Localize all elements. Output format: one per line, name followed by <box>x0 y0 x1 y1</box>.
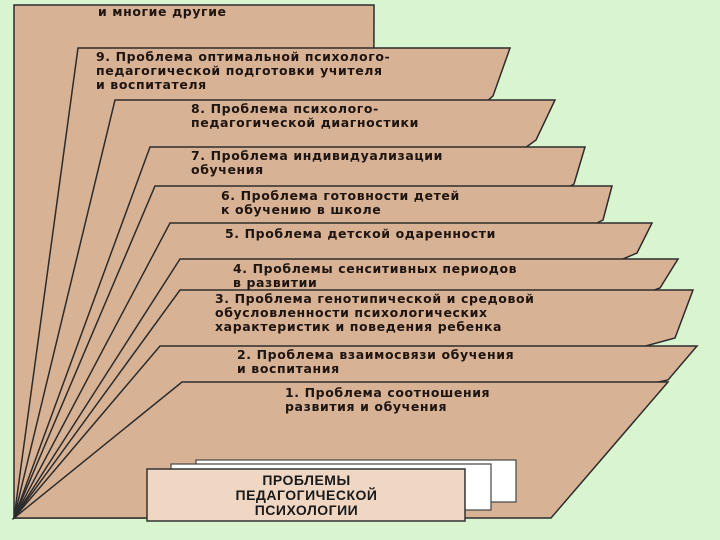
page-2-label: 2. Проблема взаимосвязи обучения и воспи… <box>237 347 515 376</box>
diagram-title: ПРОБЛЕМЫ ПЕДАГОГИЧЕСКОЙ ПСИХОЛОГИИ <box>235 471 378 518</box>
top-label: и многие другие <box>98 4 227 19</box>
page-6-label: 6. Проблема готовности детей к обучению … <box>221 188 460 217</box>
page-4-label: 4. Проблемы сенситивных периодов в разви… <box>233 261 518 290</box>
page-9-label: 9. Проблема оптимальной психолого- педаг… <box>96 49 391 92</box>
page-8-label: 8. Проблема психолого- педагогической ди… <box>191 101 420 130</box>
page-1-label: 1. Проблема соотношения развития и обуче… <box>285 385 491 414</box>
page-3-label: 3. Проблема генотипической и средовой об… <box>215 291 535 334</box>
title-card-front <box>146 468 466 522</box>
page-5-label: 5. Проблема детской одаренности <box>225 226 496 241</box>
page-7-label: 7. Проблема индивидуализации обучения <box>191 148 443 177</box>
